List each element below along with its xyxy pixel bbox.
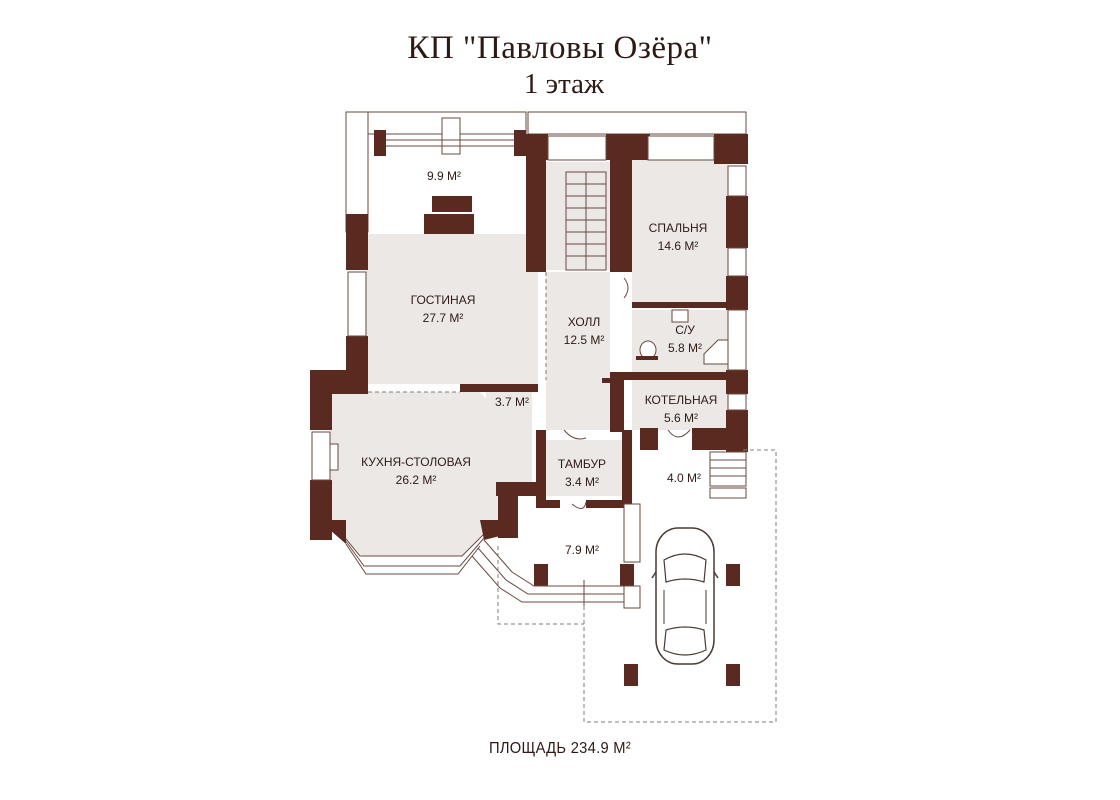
floor-label: 1 этаж [523, 68, 605, 100]
top-balcony-rail [527, 111, 747, 135]
hall-floor [546, 272, 610, 430]
living-room-floor [366, 234, 538, 384]
doors [563, 277, 691, 509]
hall-area: 12.5 М² [564, 333, 605, 347]
porch-area: 7.9 М² [565, 543, 599, 557]
bay-window [330, 520, 500, 575]
stair-floor [546, 162, 610, 270]
bathroom-fixtures [636, 309, 729, 365]
vestibule-name: ТАМБУР [558, 457, 606, 471]
vestibule-floor [546, 440, 622, 496]
living-room-area: 27.7 М² [423, 311, 464, 325]
terrace-top [345, 111, 527, 233]
hall-name: ХОЛЛ [568, 315, 601, 329]
living-room-name: ГОСТИНАЯ [411, 293, 476, 307]
boiler-room-name: КОТЕЛЬНАЯ [645, 393, 718, 407]
side-stairs [709, 451, 747, 499]
bedroom-floor [632, 160, 728, 302]
dashed-outlines [368, 272, 777, 723]
boiler-floor [632, 380, 728, 430]
vestibule-area: 3.4 М² [565, 475, 599, 489]
kitchen-floor [330, 392, 498, 556]
staircase [565, 171, 607, 271]
porch-steps [471, 539, 626, 606]
plan-title: КП "Павловы Озёра" [407, 30, 713, 66]
boiler-room-area: 5.6 М² [664, 411, 698, 425]
windows [311, 135, 747, 609]
bedroom-area: 14.6 М² [658, 239, 699, 253]
bathroom-area: 5.8 М² [668, 341, 702, 355]
walls [310, 134, 748, 686]
kitchen-area: 26.2 М² [396, 473, 437, 487]
bathroom-name: С/У [675, 323, 695, 337]
storage-area: 3.7 М² [495, 395, 529, 409]
bedroom-name: СПАЛЬНЯ [649, 221, 708, 235]
car-icon [651, 527, 719, 665]
kitchen-name: КУХНЯ-СТОЛОВАЯ [361, 455, 471, 469]
total-area: ПЛОЩАДЬ 234.9 М² [488, 740, 632, 757]
side-room-area: 4.0 М² [667, 471, 701, 485]
terrace-top-area: 9.9 М² [427, 169, 461, 183]
